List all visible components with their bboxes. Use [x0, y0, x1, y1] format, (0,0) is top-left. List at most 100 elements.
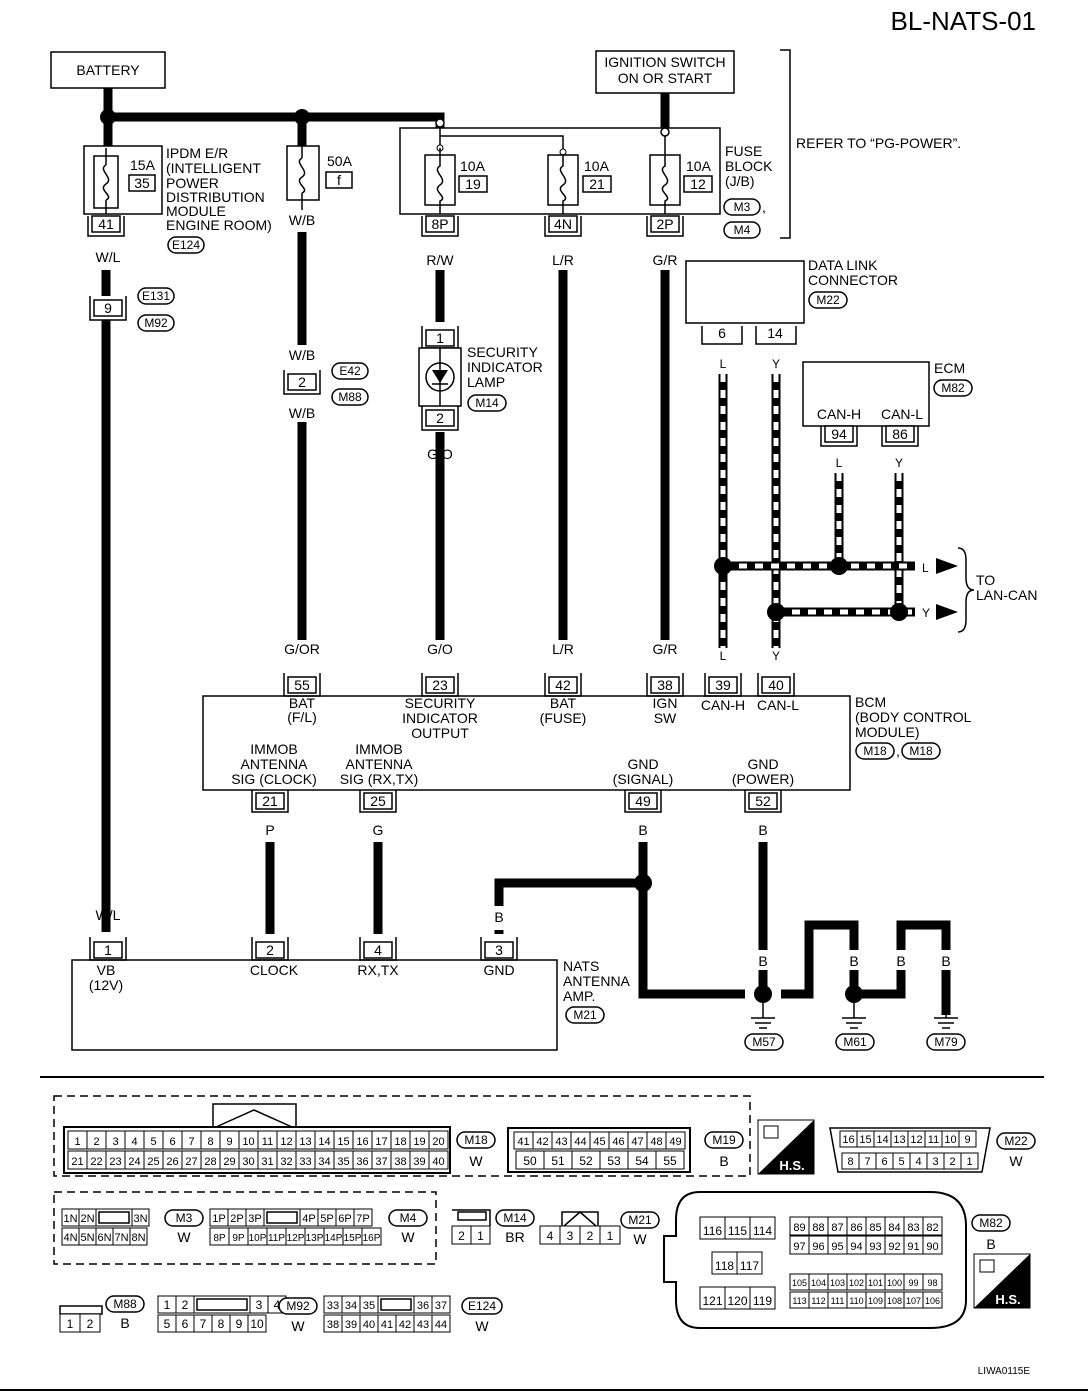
m18-pin-label: 16 [356, 1136, 368, 1148]
wire-l-bcm: L [720, 649, 727, 663]
e124-pin-label: 40 [363, 1319, 375, 1331]
m4-pin-label: 1P [212, 1213, 225, 1225]
fuse-block-terminal-d [660, 127, 670, 137]
e124-pin-label: 35 [363, 1300, 375, 1312]
m82-color: B [986, 1236, 995, 1252]
m82-pin-cell [922, 1273, 943, 1291]
m18-pin-label: 32 [280, 1156, 292, 1168]
m18-pin-label: 19 [413, 1136, 425, 1148]
m18-pin-label: 13 [299, 1136, 311, 1148]
lamp-conn-oval [467, 394, 507, 412]
m82-pin-label: 93 [869, 1241, 881, 1253]
ecm-pin-94: 94 [831, 426, 847, 442]
bcm-term-40: CAN-L [757, 697, 799, 713]
fuse-block-conn-1: M3 [734, 200, 751, 214]
m14-color: BR [505, 1229, 524, 1245]
m82-pin-label: 85 [869, 1222, 881, 1234]
m18-pin-label: 36 [356, 1156, 368, 1168]
m18-pin-label: 5 [150, 1136, 156, 1148]
m21-conn-oval [620, 1211, 660, 1229]
bcm-term-52-1: GND [747, 756, 778, 772]
m82-pin-label: 121 [702, 1294, 722, 1308]
ecm-label: ECM [934, 360, 965, 376]
lamp-pin-1: 1 [436, 330, 444, 346]
m22-pin-label: 1 [966, 1156, 972, 1168]
wire-b-m79: B [941, 953, 950, 969]
ignition-switch-box [595, 50, 735, 94]
ipdm-label-6: ENGINE ROOM) [166, 217, 272, 233]
wire-wb-mid2: W/B [289, 405, 315, 421]
m18-pin-label: 26 [166, 1156, 178, 1168]
bcm-pin-42: 42 [555, 677, 571, 693]
m18-pin-label: 10 [242, 1136, 254, 1148]
ecm-pin-86: 86 [892, 426, 908, 442]
fuse-block-label-3: (J/B) [725, 173, 755, 189]
ground-m57-oval [744, 1033, 784, 1051]
fuse-icon-35 [102, 148, 110, 214]
m22-pin-label: 13 [893, 1134, 905, 1146]
ipdm-fuse-no: 35 [134, 175, 150, 191]
bcm-pin-23-bracket [421, 673, 459, 697]
ground-icon-m79-lines [934, 1015, 958, 1029]
fuse-19-amp: 10A [460, 158, 486, 174]
ipdm-label-4: DISTRIBUTION [166, 189, 265, 205]
nats-label-3: AMP. [563, 988, 595, 1004]
m22-pin-label: 16 [842, 1134, 854, 1146]
m14-conn-oval [495, 1209, 535, 1227]
e124-pin-label: 41 [381, 1319, 393, 1331]
m21-pin-label: 3 [567, 1229, 574, 1243]
lamp-pin-2-box [425, 409, 455, 427]
m4-pin-label: 15P [344, 1233, 362, 1244]
m82-pin-label: 103 [830, 1278, 845, 1288]
ground-icon-m57-lines [751, 1003, 775, 1029]
to-lan-label-1: TO [976, 572, 995, 588]
can-l-junction-1 [767, 603, 785, 621]
m3-conn: M3 [176, 1211, 193, 1225]
nats-term-3: GND [483, 962, 514, 978]
to-lan-y: Y [922, 606, 930, 620]
m18-pin-label: 21 [71, 1156, 83, 1168]
m4-pin-label: 8P [213, 1233, 226, 1244]
m82-conn: M82 [979, 1216, 1003, 1230]
m22-pin-cell [958, 1130, 977, 1148]
m3-key-slot [98, 1211, 130, 1224]
bcm-conn-oval-1 [855, 742, 895, 760]
m4-conn: M4 [400, 1211, 417, 1225]
m92-pin-label: 6 [182, 1317, 189, 1331]
nats-pin-2: 2 [266, 942, 274, 958]
m22-pin-label: 9 [964, 1134, 970, 1146]
m82-pin-label: 100 [887, 1278, 902, 1288]
pin-4n-bracket [544, 216, 582, 237]
m82-pin-cell [749, 1216, 776, 1240]
nats-conn: M21 [573, 1008, 597, 1022]
bcm-term-21-2: ANTENNA [241, 756, 309, 772]
m18-pin-label: 18 [394, 1136, 406, 1148]
m88-pin-cell [79, 1313, 101, 1333]
m82-pin-label: 117 [740, 1259, 759, 1273]
e124-pin-label: 42 [399, 1319, 411, 1331]
m3-pin-label: 5N [80, 1232, 94, 1244]
nats-pin-1: 1 [104, 942, 112, 958]
m4-pin-label: 7P [356, 1213, 369, 1225]
m3-color: W [177, 1229, 191, 1245]
wire-b-m61: B [849, 953, 858, 969]
fuse-12-icon [661, 136, 669, 214]
e124-conn-oval [461, 1297, 503, 1315]
ipdm-conn: E124 [172, 238, 200, 252]
bcm-pin-39-bracket [704, 673, 742, 697]
bcm-pin-42-bracket [544, 673, 582, 697]
m92-pin-label: 2 [182, 1298, 189, 1312]
m82-pin-label: 106 [925, 1296, 940, 1306]
bcm-top-pins: 55 BAT (F/L) 23 SECURITY INDICATOR OUTPU… [283, 673, 799, 741]
m82-pin-label: 102 [849, 1278, 864, 1288]
fuse-12-no-box [683, 175, 713, 193]
m82-pin-label: 90 [926, 1241, 938, 1253]
m82-pin-label: 97 [793, 1241, 805, 1253]
m4-pin-label: 6P [338, 1213, 351, 1225]
m18-pin-label: 2 [93, 1136, 99, 1148]
m82-pin-label: 86 [850, 1222, 862, 1234]
